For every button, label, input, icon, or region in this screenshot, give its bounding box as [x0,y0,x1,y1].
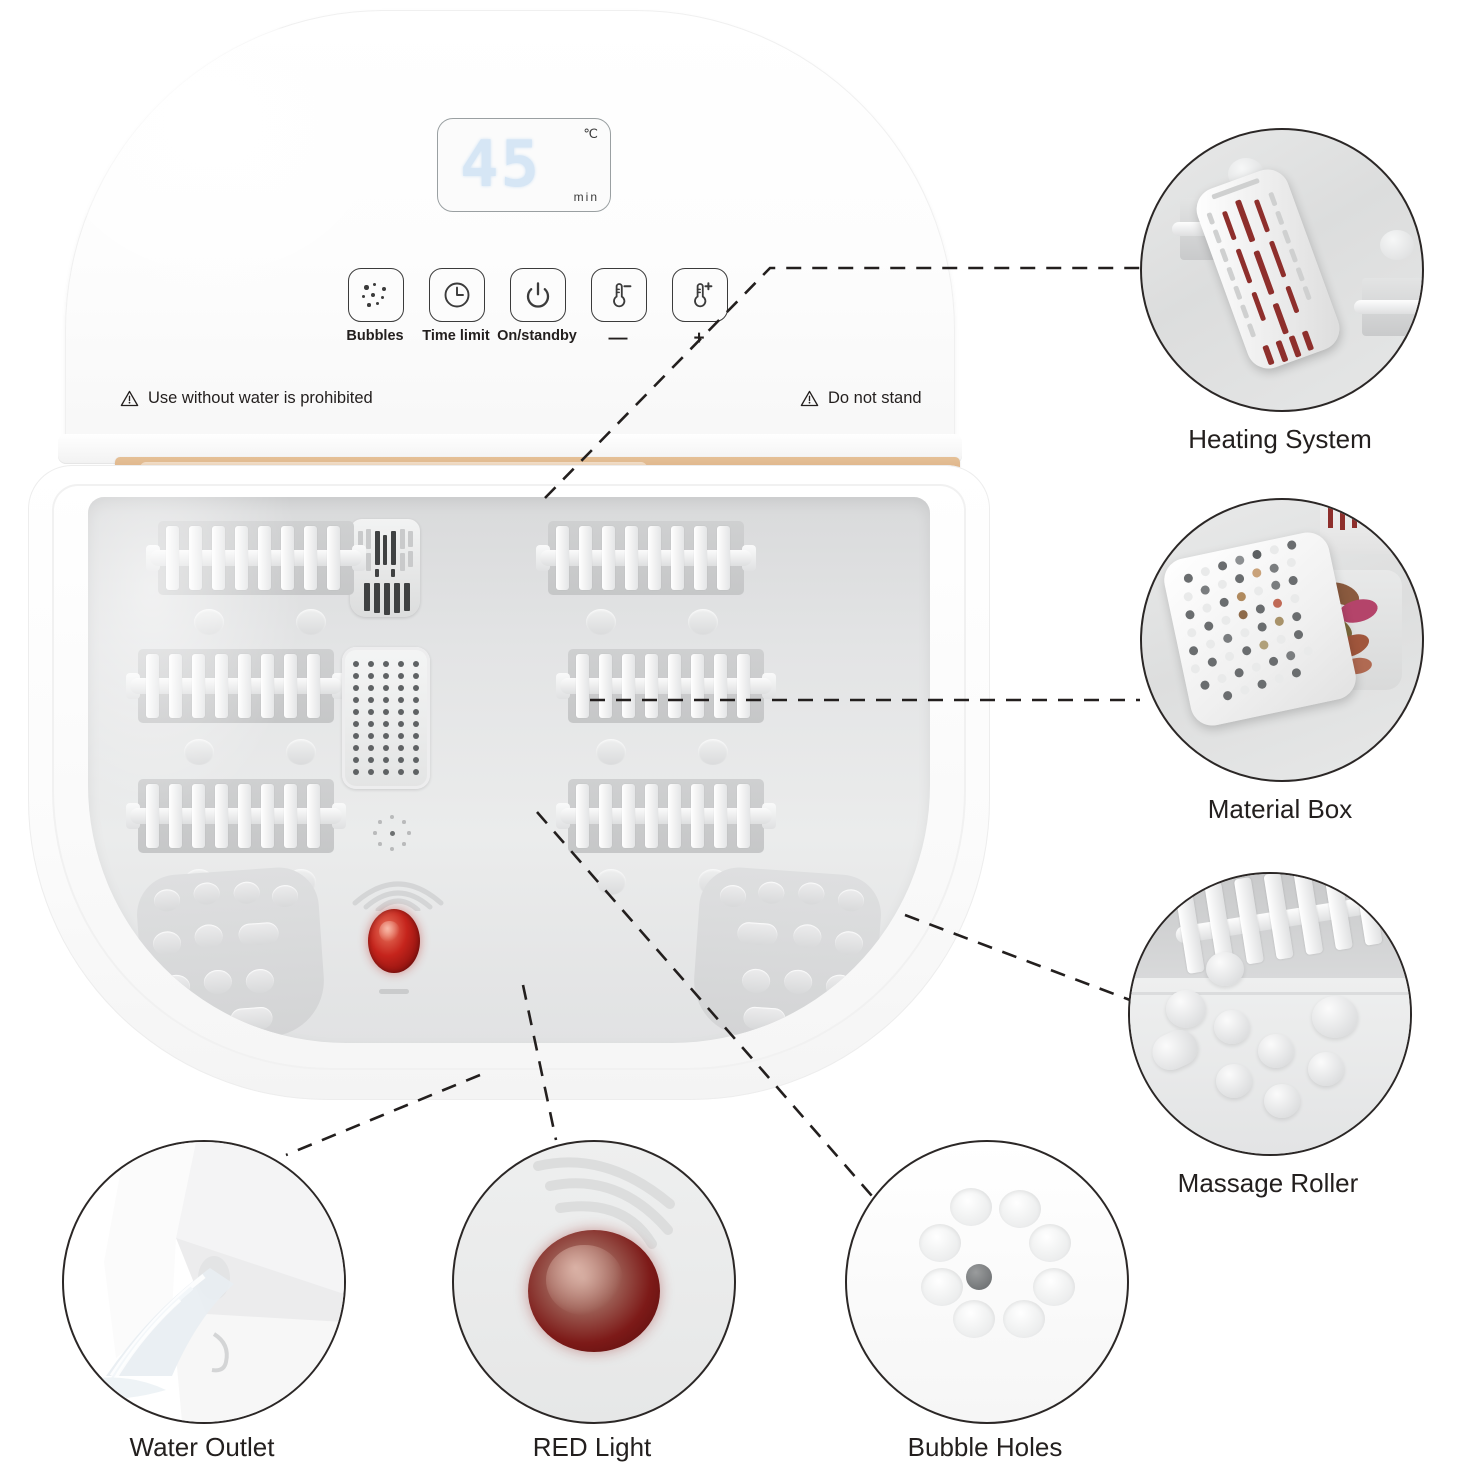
callout-massage-roller: Massage Roller [1128,872,1428,1232]
massage-roller [556,649,776,723]
on-standby-button-label: On/standby [497,328,577,344]
temperature-up-label: + [693,328,705,349]
vibration-arcs [352,881,444,911]
callout-label-massage-roller: Massage Roller [1177,1168,1359,1198]
callout-label-material-box: Material Box [1207,794,1353,824]
massage-roller [536,521,756,595]
massage-roller [126,649,346,723]
material-box-perforations [353,661,419,775]
warning-triangle-icon [120,390,139,407]
material-box [320,647,452,789]
callout-image-heating-system [1140,128,1424,412]
drain-mark [379,989,409,994]
callout-material-box: Material Box [1140,498,1440,858]
basin-nub [596,739,626,765]
bubbles-button[interactable] [348,268,404,322]
basin-nub [698,739,728,765]
lcd-temp-unit: ℃ [583,126,598,141]
red-light-lens-detail [528,1230,660,1352]
callout-label-red-light: RED Light [532,1432,652,1462]
control-button-row: Bubbles Time limit On/standby [346,268,728,360]
basin-nub [184,739,214,765]
temperature-up-button[interactable] [672,268,728,322]
lcd-value: 45 [460,128,542,202]
callout-water-outlet: Water Outlet [62,1140,362,1470]
basin-nub [596,869,626,895]
callout-image-material-box [1140,498,1424,782]
warning-no-water-text: Use without water is prohibited [148,389,373,407]
basin-interior [88,497,930,1043]
foot-pad-left [134,864,328,1043]
basin-nub [296,609,326,635]
thermometer-plus-icon [694,282,713,308]
callout-image-massage-roller [1128,872,1412,1156]
temperature-down-label: — [608,328,628,349]
clock-icon [444,282,470,308]
lcd-time-unit: min [573,190,599,204]
bubble-holes-cluster [372,815,414,855]
water-outlet-illustration [80,1142,344,1422]
time-limit-button[interactable] [429,268,485,322]
product-lid [65,10,955,460]
on-standby-button[interactable] [510,268,566,322]
material-tray [1160,528,1360,730]
warning-triangle-icon [800,390,819,407]
massage-roller [146,521,366,595]
warning-do-not-stand: Do not stand [800,389,922,408]
callout-image-bubble-holes [845,1140,1129,1424]
lcd-display: 45 ℃ min [437,118,611,212]
massage-roller [556,779,776,853]
temperature-down-button[interactable] [591,268,647,322]
power-icon [526,282,550,308]
heating-element [1190,163,1346,375]
callout-heating-system: Heating System [1140,128,1440,488]
bubble-center-hole [966,1264,992,1290]
basin-nub [286,739,316,765]
callout-bubble-holes: Bubble Holes [845,1140,1145,1470]
basin-nub [586,609,616,635]
thermometer-minus-icon [613,283,632,308]
warning-no-water: Use without water is prohibited [120,389,373,408]
foot-spa-product: 45 ℃ min Bubbles [10,10,1010,1100]
callout-image-water-outlet [62,1140,346,1424]
bubbles-button-label: Bubbles [346,328,404,344]
callout-red-light: RED Light [452,1140,752,1470]
basin-nub [688,609,718,635]
foot-pad-right [690,864,884,1043]
massage-roller [126,779,346,853]
basin-nub [194,609,224,635]
bubbles-icon [361,281,391,309]
callout-image-red-light [452,1140,736,1424]
callout-label-heating-system: Heating System [1188,424,1372,454]
callout-label-bubble-holes: Bubble Holes [907,1432,1063,1462]
warning-do-not-stand-text: Do not stand [828,389,922,407]
red-light-arcs [533,1157,675,1249]
red-light-lens [368,909,420,973]
callout-label-water-outlet: Water Outlet [129,1432,275,1462]
time-limit-button-label: Time limit [422,328,490,344]
